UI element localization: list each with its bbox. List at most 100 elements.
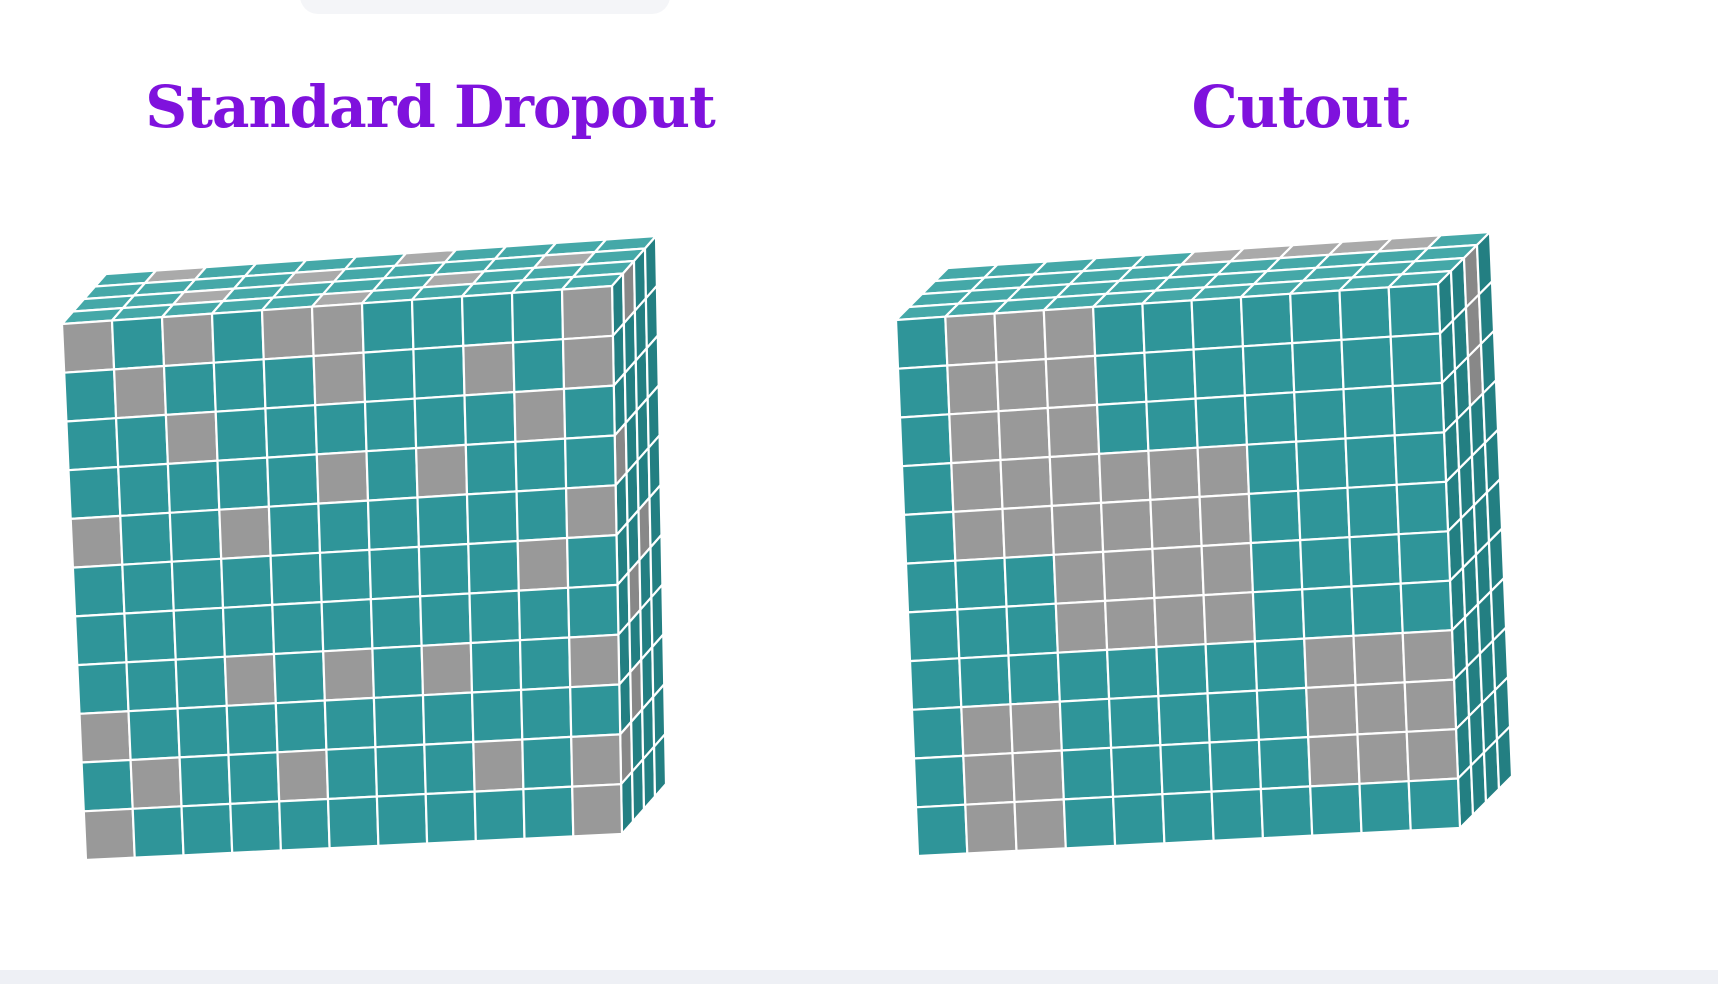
kept-voxel: [468, 589, 522, 645]
kept-voxel: [369, 595, 423, 650]
dropped-voxel: [1046, 403, 1101, 459]
kept-voxel: [216, 456, 270, 511]
kept-voxel: [914, 803, 969, 858]
kept-voxel: [424, 790, 477, 845]
kept-voxel: [566, 583, 620, 639]
kept-voxel: [1107, 694, 1162, 749]
kept-voxel: [1342, 384, 1396, 440]
dropped-voxel: [1356, 730, 1410, 785]
dropped-voxel: [1401, 629, 1456, 684]
kept-voxel: [413, 394, 467, 450]
kept-voxel: [1159, 741, 1213, 796]
cutout-title: Cutout: [1191, 73, 1410, 141]
kept-voxel: [958, 654, 1012, 709]
dropped-voxel: [997, 406, 1051, 462]
kept-voxel: [278, 797, 331, 852]
kept-voxel: [375, 792, 429, 847]
kept-voxel: [220, 554, 274, 609]
kept-voxel: [1003, 553, 1057, 608]
kept-voxel: [1251, 588, 1306, 643]
top-tab-decoration: [300, 0, 670, 14]
kept-voxel: [1387, 282, 1442, 338]
dropped-voxel: [944, 312, 998, 367]
kept-voxel: [172, 606, 226, 661]
kept-voxel: [1141, 299, 1195, 354]
kept-voxel: [363, 397, 418, 453]
kept-voxel: [412, 344, 466, 400]
kept-voxel: [318, 548, 372, 604]
dropped-voxel: [1354, 681, 1408, 736]
kept-voxel: [419, 592, 472, 647]
dropped-voxel: [962, 752, 1016, 806]
dropped-voxel: [322, 647, 375, 702]
kept-voxel: [1301, 585, 1355, 640]
kept-voxel: [65, 417, 120, 472]
kept-voxel: [1245, 440, 1300, 495]
dropped-voxel: [415, 443, 469, 499]
kept-voxel: [956, 605, 1010, 660]
dropped-voxel: [1196, 443, 1251, 498]
dropped-voxel: [1198, 492, 1253, 548]
dropped-voxel: [82, 807, 136, 862]
kept-voxel: [417, 542, 471, 598]
kept-voxel: [1393, 431, 1448, 486]
kept-voxel: [114, 413, 169, 469]
dropped-voxel: [513, 387, 567, 443]
dropped-voxel: [112, 364, 167, 420]
kept-voxel: [1389, 332, 1444, 388]
kept-voxel: [1295, 437, 1349, 492]
dropped-voxel: [1042, 305, 1097, 361]
kept-voxel: [894, 315, 949, 370]
dropped-voxel: [160, 312, 215, 368]
kept-voxel: [473, 787, 526, 843]
kept-voxel: [119, 511, 173, 566]
dropped-voxel: [1054, 599, 1109, 654]
kept-voxel: [320, 598, 374, 653]
kept-voxel: [73, 612, 128, 667]
kept-voxel: [166, 459, 221, 514]
kept-voxel: [131, 805, 185, 859]
kept-voxel: [360, 298, 415, 354]
dropped-voxel: [952, 507, 1006, 562]
dropped-voxel: [60, 319, 116, 374]
kept-voxel: [1257, 735, 1312, 791]
dropped-voxel: [564, 484, 618, 540]
kept-voxel: [1395, 480, 1450, 536]
kept-voxel: [510, 288, 565, 344]
dropped-voxel: [560, 284, 615, 341]
kept-voxel: [214, 407, 269, 462]
kept-voxel: [514, 437, 568, 493]
kept-voxel: [374, 743, 427, 798]
dropped-voxel: [571, 783, 624, 838]
dropped-voxel: [570, 733, 623, 788]
kept-voxel: [210, 309, 265, 364]
dropped-voxel: [462, 341, 516, 397]
dropped-voxel: [260, 305, 315, 361]
kept-voxel: [1253, 637, 1308, 692]
kept-voxel: [372, 694, 426, 749]
dropped-voxel: [315, 450, 370, 505]
dropped-voxel: [1153, 593, 1207, 649]
kept-voxel: [227, 751, 281, 806]
kept-voxel: [264, 404, 318, 459]
kept-voxel: [1194, 394, 1249, 449]
kept-voxel: [366, 496, 420, 552]
kept-voxel: [110, 316, 166, 371]
bottom-band: [0, 970, 1718, 984]
kept-voxel: [565, 533, 619, 589]
standard-dropout-title: Standard Dropout: [145, 73, 716, 141]
dropped-voxel: [1305, 683, 1359, 739]
cutout-cube: [894, 230, 1514, 858]
dropped-voxel: [164, 410, 219, 465]
dropped-voxel: [312, 351, 367, 407]
kept-voxel: [1259, 785, 1314, 840]
side-voxel: [1495, 725, 1514, 791]
dropped-voxel: [1200, 541, 1255, 597]
kept-voxel: [266, 453, 320, 508]
kept-voxel: [522, 785, 575, 840]
dropped-voxel: [1050, 501, 1105, 556]
kept-voxel: [1391, 381, 1446, 437]
dropped-voxel: [960, 703, 1014, 758]
kept-voxel: [269, 551, 323, 607]
kept-voxel: [518, 636, 572, 692]
